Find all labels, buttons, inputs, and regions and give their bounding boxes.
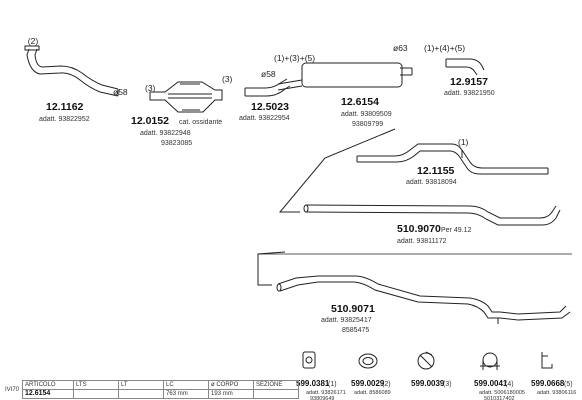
table-row: 12.6154 763 mm 193 mm — [3, 389, 300, 399]
fitting-number: 599.0041 — [474, 379, 508, 388]
part-note: cat. ossidante — [179, 119, 222, 126]
part-number: 12.0152 — [131, 115, 169, 127]
part-adapter: adatt. 93825417 — [321, 317, 372, 324]
fitting-number: 599.0668 — [531, 379, 565, 388]
header-sezione: SEZIONE — [253, 380, 300, 390]
fitting-adapter: adatt. 93806116 — [537, 390, 576, 396]
part-adapter: adatt. 93822954 — [239, 115, 290, 122]
fitting-qty: (2) — [382, 381, 391, 388]
fitting-number: 599.0039 — [411, 379, 445, 388]
qty-label: (1) — [458, 137, 469, 147]
qty-label: (2) — [28, 36, 39, 46]
part-number: 12.6154 — [341, 96, 379, 108]
pipe-12-1155 — [357, 143, 548, 175]
cell-lts — [73, 389, 120, 399]
cell-lc: 763 mm — [163, 389, 210, 399]
part-adapter: adatt. 93811172 — [397, 238, 447, 245]
bracket-icon — [541, 352, 553, 369]
part-number: 510.9070 — [397, 223, 441, 235]
cell-sezione — [253, 389, 300, 399]
qty-left-label: (3) — [145, 83, 156, 93]
header-lc: LC — [163, 380, 210, 390]
part-adapter: adatt. 93809509 — [341, 111, 392, 118]
leader-line-2 — [257, 251, 286, 286]
fitting-599-0039[interactable]: 599.0039 (3) — [411, 351, 452, 388]
fitting-599-0381[interactable]: 599.0381 (1) adatt. 93826171 93809649 — [296, 351, 346, 400]
fitting-qty: (4) — [505, 381, 514, 388]
part-number: 510.9071 — [331, 303, 375, 315]
header-corpo: ø CORPO — [208, 380, 255, 390]
fitting-adapter: adatt. 93826171 — [306, 390, 346, 396]
cell-lt — [118, 389, 165, 399]
table-header-row: IVI70 ARTICOLO LTS LT LC ø CORPO SEZIONE — [3, 380, 300, 393]
cell-corpo: 193 mm — [208, 389, 255, 399]
fitting-599-0668[interactable]: 599.0668 (5) adatt. 93806116 — [531, 352, 576, 396]
part-12-1162[interactable]: (2) ø58 12.1162 adatt. 93822952 — [24, 36, 128, 123]
part-12-0152[interactable]: (3) (3) 12.0152 cat. ossidante adatt. 93… — [131, 74, 233, 147]
pipe-510-9071 — [277, 275, 571, 321]
rubber-mount-icon — [302, 351, 316, 369]
diameter-label: ø58 — [261, 69, 276, 79]
gasket-ring-icon — [358, 353, 378, 369]
catalyst-body — [149, 81, 223, 113]
fitting-qty: (5) — [564, 381, 573, 388]
pipe-12-5023 — [245, 78, 291, 97]
qty-label: (1)+(4)+(5) — [424, 43, 465, 53]
pipe-12-1162 — [26, 48, 119, 97]
qty-right-label: (3) — [222, 74, 233, 84]
diameter-label: ø63 — [393, 43, 408, 53]
silencer-body — [301, 62, 403, 88]
part-number: 12.9157 — [450, 76, 488, 88]
part-adapter: adatt. 93822952 — [39, 116, 90, 123]
part-12-1155[interactable]: (1) 12.1155 adatt. 93818094 — [356, 137, 549, 186]
u-clamp-icon — [482, 352, 498, 368]
leader-line — [278, 128, 396, 213]
fitting-adapter: adatt. 8586089 — [354, 390, 391, 396]
part-12-5023[interactable]: ø58 12.5023 adatt. 93822954 — [239, 69, 291, 122]
fitting-number: 599.0029 — [351, 379, 385, 388]
part-adapter: adatt. 93822948 — [140, 130, 191, 137]
cell-articolo: 12.6154 — [22, 389, 75, 399]
fitting-qty: (3) — [443, 381, 452, 388]
fitting-adapter-2: 5010317402 — [484, 396, 515, 400]
fitting-599-0029[interactable]: 599.0029 (2) adatt. 8586089 — [351, 353, 391, 396]
part-510-9070[interactable]: 510.9070 Per 49.12 adatt. 93811172 — [303, 204, 561, 245]
fitting-599-0041[interactable]: 599.0041 (4) adatt. 5006180005 501031740… — [474, 352, 525, 400]
part-12-6154[interactable]: (1)+(3)+(5) ø63 12.6154 adatt. 93809509 … — [274, 43, 413, 128]
pipe-510-9070 — [305, 204, 561, 226]
header-articolo: ARTICOLO — [22, 380, 75, 390]
part-number: 12.5023 — [251, 101, 289, 113]
header-lts: LTS — [73, 380, 120, 390]
clamp-icon — [417, 352, 435, 370]
flange-12-1162 — [24, 45, 40, 51]
part-adapter-2: 93823085 — [161, 140, 192, 147]
part-adapter: adatt. 93821950 — [444, 90, 495, 97]
table-side-label: IVI70 — [5, 386, 20, 393]
diameter-label: ø58 — [113, 87, 128, 97]
part-adapter-2: 8585475 — [342, 327, 369, 334]
pipe-12-9157 — [446, 58, 485, 76]
fitting-qty: (1) — [328, 381, 337, 388]
qty-label: (1)+(3)+(5) — [274, 53, 315, 63]
part-note: Per 49.12 — [441, 227, 471, 234]
part-adapter: adatt. 93818094 — [406, 179, 457, 186]
part-number: 12.1162 — [46, 101, 84, 113]
spec-table: IVI70 ARTICOLO LTS LT LC ø CORPO SEZIONE… — [3, 380, 300, 399]
fitting-number: 599.0381 — [296, 379, 330, 388]
part-510-9071[interactable]: 510.9071 adatt. 93825417 8585475 — [276, 275, 571, 334]
part-12-9157[interactable]: (1)+(4)+(5) 12.9157 adatt. 93821950 — [424, 43, 495, 97]
header-lt: LT — [118, 380, 165, 390]
part-number: 12.1155 — [417, 165, 455, 177]
part-adapter-2: 93809799 — [352, 121, 383, 128]
fitting-adapter: adatt. 5006180005 — [479, 390, 525, 396]
fitting-adapter-2: 93809649 — [310, 396, 334, 400]
